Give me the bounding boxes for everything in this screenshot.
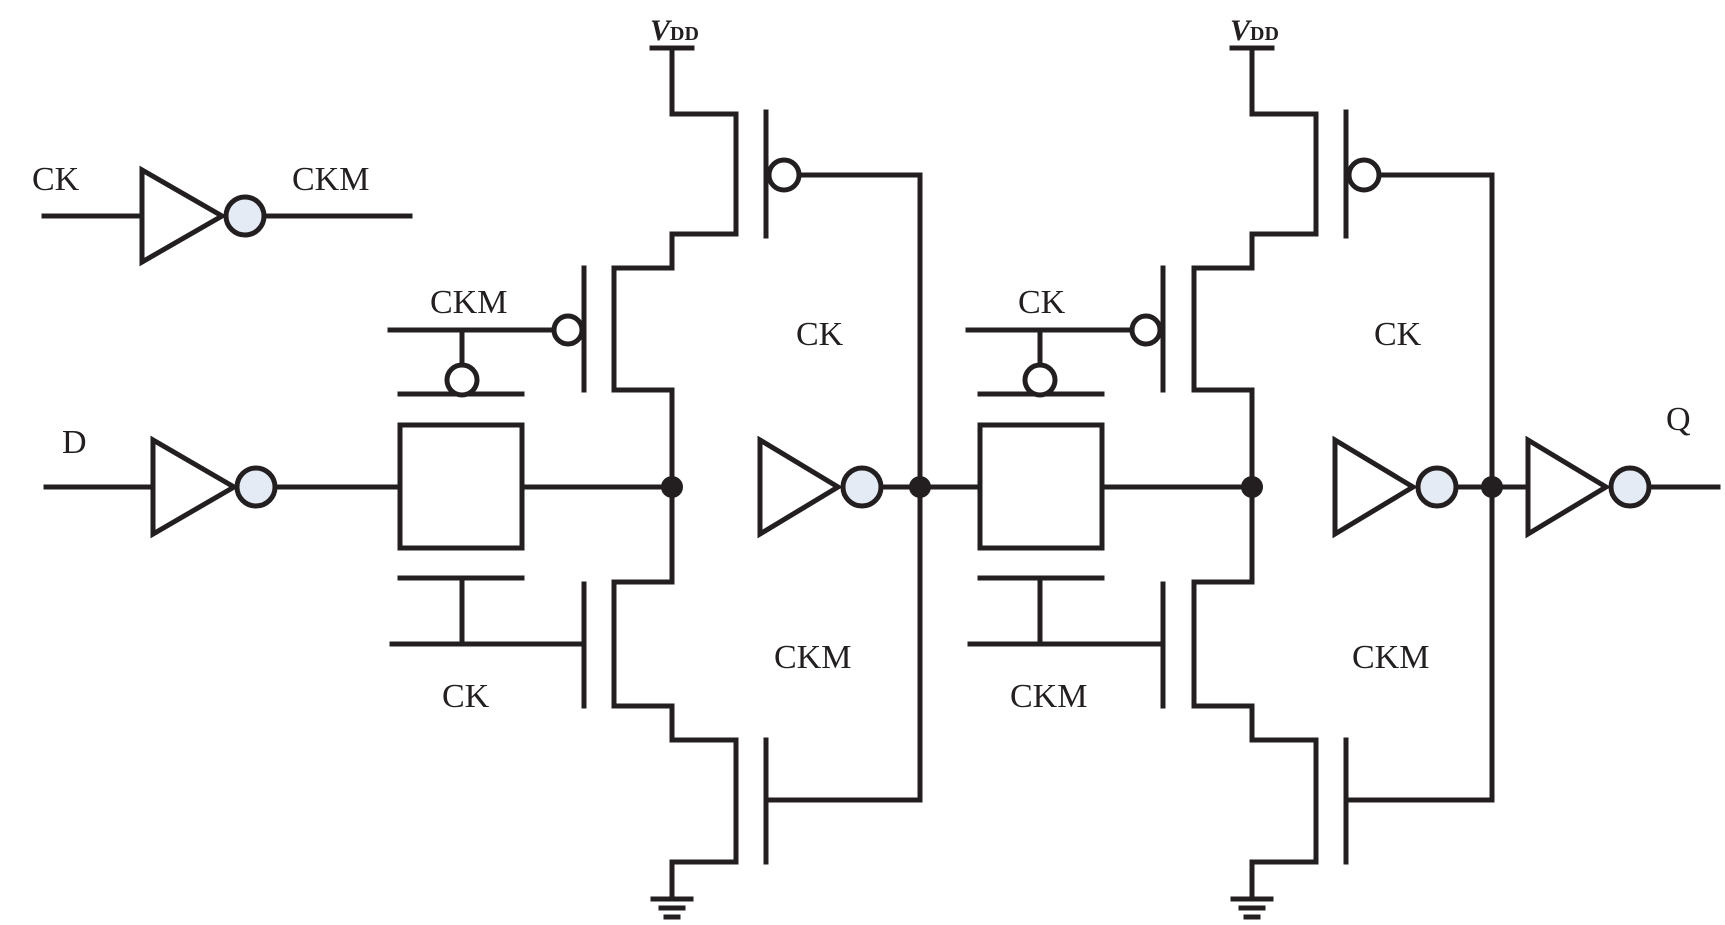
- stage2-pullup-label: CK: [1374, 316, 1422, 353]
- stage2-pulldown-label: CKM: [1352, 639, 1429, 676]
- stage2-output-dot: [1481, 476, 1503, 498]
- input-inverter: D: [43, 424, 403, 539]
- stage1-tg-top-label: CKM: [430, 284, 507, 321]
- stage1-inverter: [757, 435, 983, 539]
- stage1-feedback-tristate: VDD CK CKM: [551, 14, 923, 920]
- stage1-pullup-label: CK: [796, 316, 844, 353]
- stage1-vdd-label: VDD: [650, 14, 699, 47]
- stage2-feedback-tristate: VDD CK CKM: [1129, 14, 1495, 920]
- stage1-node-dot: [661, 476, 683, 498]
- stage2-vdd-label: VDD: [1230, 14, 1279, 47]
- stage1-output-dot: [909, 476, 931, 498]
- stage1-transmission-gate: CKM CK: [387, 284, 675, 715]
- stage2-tg-top-label: CK: [1018, 284, 1066, 321]
- input-d-label: D: [62, 424, 87, 461]
- stage2-transmission-gate: CK CKM: [965, 284, 1255, 715]
- stage2-node-dot: [1241, 476, 1263, 498]
- output-inverter: Q: [1525, 401, 1721, 539]
- legend-ckm-label: CKM: [292, 161, 369, 198]
- stage2-inverter: [1332, 435, 1531, 539]
- stage1-pulldown-label: CKM: [774, 639, 851, 676]
- clock-inverter: CK CKM: [32, 161, 413, 267]
- stage2-tg-bottom-label: CKM: [1010, 678, 1087, 715]
- stage1-tg-bottom-label: CK: [442, 678, 490, 715]
- legend-ck-label: CK: [32, 161, 80, 198]
- output-q-label: Q: [1666, 401, 1691, 438]
